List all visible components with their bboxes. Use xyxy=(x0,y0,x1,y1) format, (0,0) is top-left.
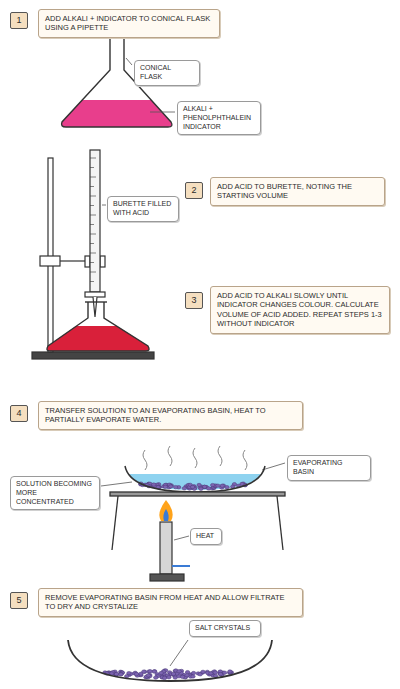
step-text: REMOVE EVAPORATING BASIN FROM HEAT AND A… xyxy=(45,593,296,612)
salt-crystal xyxy=(201,670,205,673)
callout-label-box: SALT CRYSTALS xyxy=(189,620,261,637)
step-number-box: 2 xyxy=(185,182,203,199)
callout-label-box: CONICAL FLASK xyxy=(134,60,200,86)
evaporating-basin xyxy=(125,466,265,492)
salt-crystal xyxy=(191,671,195,674)
step-text-box: ADD ALKALI + INDICATOR TO CONICAL FLASK … xyxy=(38,9,220,38)
salt-crystal xyxy=(228,670,232,673)
salt-crystal xyxy=(146,674,150,677)
callout-label: SALT CRYSTALS xyxy=(195,624,255,633)
callout-label-box: EVAPORATING BASIN xyxy=(287,455,371,481)
step-text-box: REMOVE EVAPORATING BASIN FROM HEAT AND A… xyxy=(38,588,303,617)
callout-label: ALKALI + PHENOLPHTHALEIN INDICATOR xyxy=(183,105,255,131)
salt-crystal xyxy=(119,672,123,675)
salt-crystal xyxy=(190,485,194,488)
step-text: ADD ACID TO BURETTE, NOTING THE STARTING… xyxy=(217,182,378,201)
graduation-mark xyxy=(90,253,96,254)
salt-crystal xyxy=(159,671,163,674)
salt-crystal xyxy=(180,675,184,678)
salt-crystal xyxy=(210,483,214,486)
step-number: 2 xyxy=(186,185,202,196)
salt-crystal xyxy=(119,673,123,676)
salt-crystal xyxy=(171,672,175,675)
callout-label-box: SOLUTION BECOMING MORE CONCENTRATED xyxy=(10,476,100,510)
salt-crystal xyxy=(169,485,173,488)
step-text-box: TRANSFER SOLUTION TO AN EVAPORATING BASI… xyxy=(38,401,303,430)
salt-crystal xyxy=(114,672,118,675)
salt-crystal xyxy=(206,487,210,490)
step-number-box: 3 xyxy=(185,292,203,309)
callout-label: CONICAL FLASK xyxy=(140,64,194,82)
salt-crystal xyxy=(182,487,186,490)
salt-crystal xyxy=(197,483,201,486)
callout-label: BURETTE FILLED WITH ACID xyxy=(113,200,173,218)
salt-crystal xyxy=(191,675,195,678)
graduation-mark xyxy=(90,167,94,168)
callout-label: SOLUTION BECOMING MORE CONCENTRATED xyxy=(16,480,94,506)
callout-label: HEAT xyxy=(196,532,216,541)
graduation-mark xyxy=(90,281,94,282)
step-text-box: ADD ACID TO BURETTE, NOTING THE STARTING… xyxy=(210,177,385,206)
graduation-mark xyxy=(90,215,96,216)
graduation-mark xyxy=(90,272,96,273)
step-number: 3 xyxy=(186,295,202,306)
salt-crystal xyxy=(222,671,226,674)
salt-crystal xyxy=(202,485,206,488)
graduation-mark xyxy=(90,177,96,178)
graduation-mark xyxy=(90,158,96,159)
salt-crystal xyxy=(148,670,152,673)
bunsen-burner xyxy=(150,500,190,581)
callout-label-box: HEAT xyxy=(190,528,222,545)
callout-label: EVAPORATING BASIN xyxy=(293,459,365,477)
graduation-mark xyxy=(90,186,94,187)
salt-crystal xyxy=(225,486,229,489)
step-number: 5 xyxy=(11,595,27,606)
salt-crystal xyxy=(228,671,232,674)
salt-crystal xyxy=(134,672,138,675)
step-number-box: 5 xyxy=(10,592,28,609)
salt-crystal xyxy=(202,485,206,488)
salt-crystal xyxy=(142,670,146,673)
graduation-mark xyxy=(90,234,96,235)
step-text: ADD ACID TO ALKALI SLOWLY UNTIL INDICATO… xyxy=(217,291,383,329)
salt-crystal xyxy=(173,485,177,488)
tripod-gauze xyxy=(110,492,285,550)
salt-crystal xyxy=(143,670,147,673)
graduation-mark xyxy=(90,224,94,225)
step-number-box: 1 xyxy=(10,12,28,29)
salt-crystal xyxy=(220,484,224,487)
salt-crystal xyxy=(216,484,220,487)
salt-crystal xyxy=(218,672,222,675)
salt-crystal xyxy=(152,670,156,673)
salt-crystal xyxy=(162,676,166,679)
callout-label-box: ALKALI + PHENOLPHTHALEIN INDICATOR xyxy=(177,101,261,135)
salt-crystal xyxy=(163,485,167,488)
conical-flask xyxy=(47,302,149,351)
step-number-box: 4 xyxy=(10,405,28,422)
step-text: TRANSFER SOLUTION TO AN EVAPORATING BASI… xyxy=(45,406,296,425)
graduation-mark xyxy=(90,243,94,244)
step-number: 1 xyxy=(11,15,27,26)
evaporating-dish xyxy=(68,640,272,681)
graduation-mark xyxy=(90,205,94,206)
steam xyxy=(143,446,247,470)
step-number: 4 xyxy=(11,408,27,419)
leader-lines xyxy=(101,58,285,666)
burette xyxy=(85,150,105,317)
step-text-box: ADD ACID TO ALKALI SLOWLY UNTIL INDICATO… xyxy=(210,286,390,334)
salt-crystal xyxy=(167,676,171,679)
salt-crystal xyxy=(185,674,189,677)
salt-crystal xyxy=(154,676,158,679)
salt-crystal xyxy=(152,670,156,673)
graduation-mark xyxy=(90,262,94,263)
salt-crystal xyxy=(213,671,217,674)
callout-label-box: BURETTE FILLED WITH ACID xyxy=(107,196,179,222)
step-text: ADD ALKALI + INDICATOR TO CONICAL FLASK … xyxy=(45,14,213,33)
graduation-mark xyxy=(90,196,96,197)
salt-crystal xyxy=(177,670,181,673)
salt-crystal xyxy=(152,483,156,486)
